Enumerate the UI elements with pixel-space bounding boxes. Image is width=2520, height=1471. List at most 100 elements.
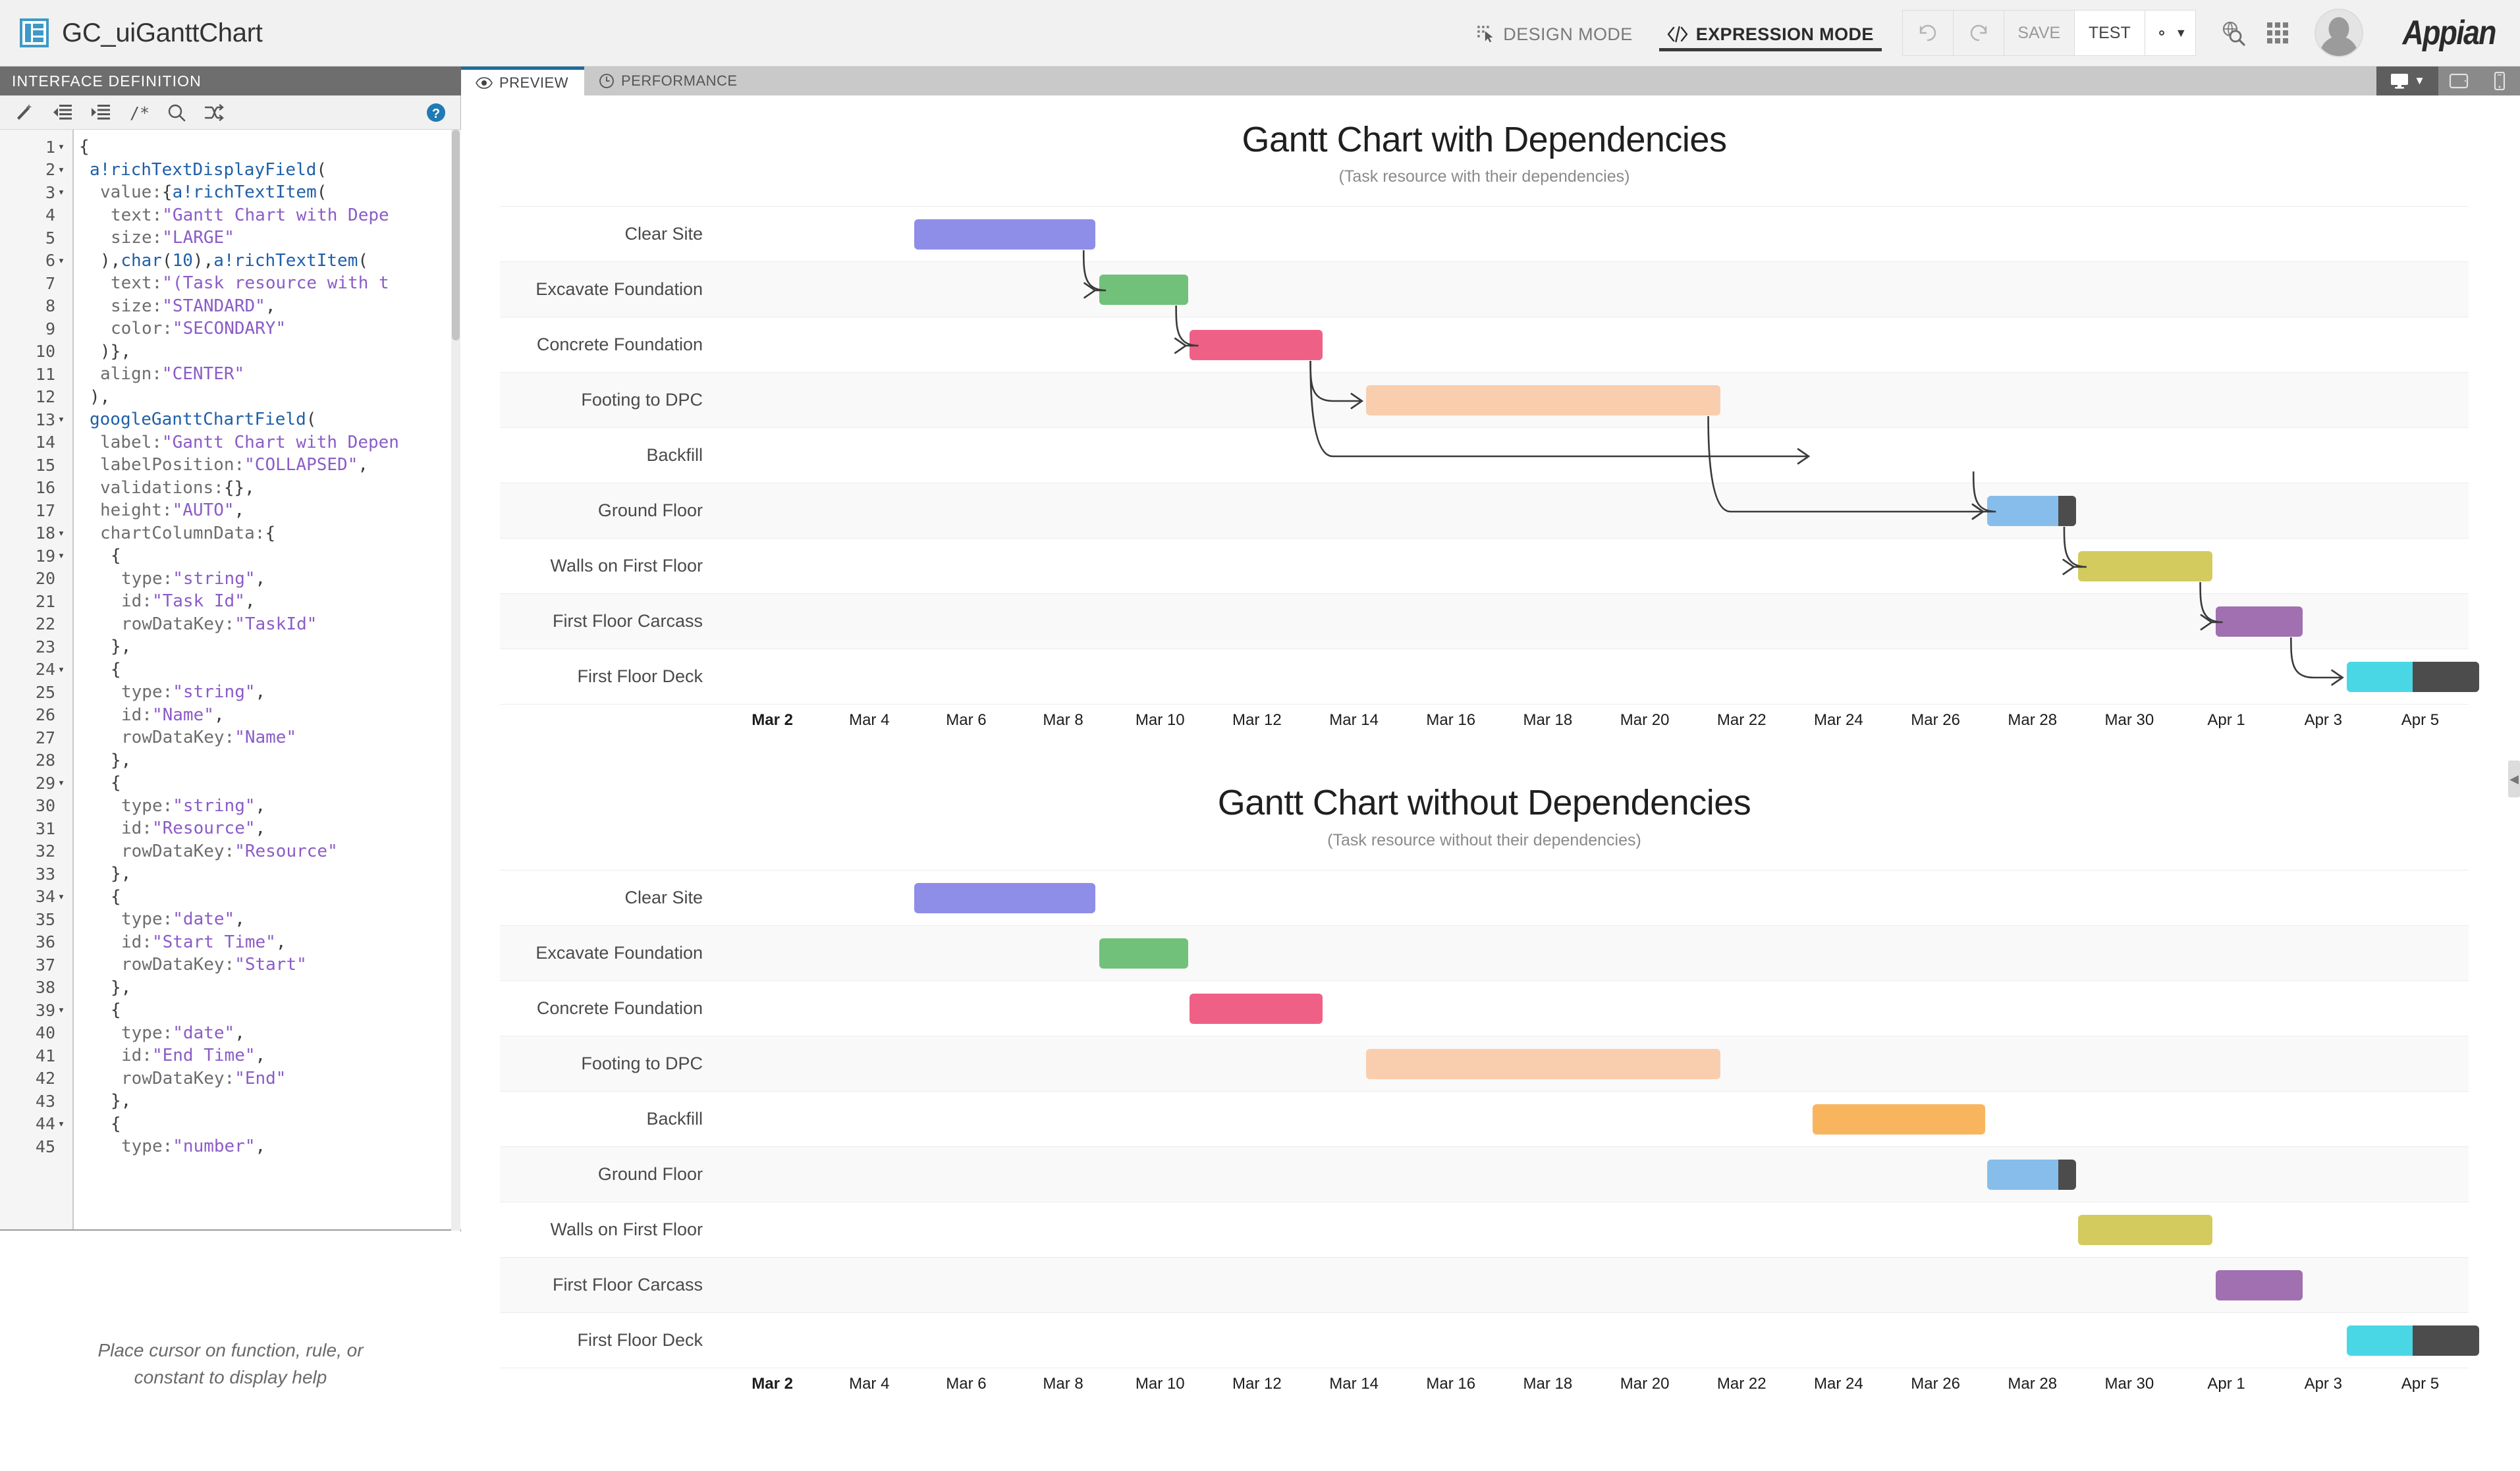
fold-toggle-icon[interactable]: ▾ [57,776,65,790]
code-line[interactable]: }, [74,635,461,658]
gantt-row[interactable]: Walls on First Floor [500,539,2469,595]
code-line[interactable]: type: "string", [74,795,461,818]
code-line[interactable]: size: "LARGE" [74,227,461,250]
fold-toggle-icon[interactable]: ▾ [57,1117,65,1131]
code-line[interactable]: id: "End Time", [74,1044,461,1067]
gantt-row[interactable]: First Floor Carcass [500,1257,2469,1313]
save-button[interactable]: SAVE [2003,10,2075,56]
avatar[interactable] [2314,9,2363,57]
code-line[interactable]: label: "Gantt Chart with Depen [74,431,461,454]
gantt-bar[interactable] [1190,330,1323,361]
gantt-row[interactable]: Footing to DPC [500,1036,2469,1092]
indent-icon[interactable] [91,104,111,121]
gantt-row[interactable]: Footing to DPC [500,373,2469,429]
gantt-bar[interactable] [1813,441,1985,471]
fold-toggle-icon[interactable]: ▾ [57,163,65,176]
code-line[interactable]: { [74,545,461,568]
gantt-row[interactable]: Backfill [500,1092,2469,1147]
fold-toggle-icon[interactable]: ▾ [57,413,65,427]
tab-preview[interactable]: PREVIEW [461,67,584,95]
code-line[interactable]: chartColumnData: { [74,522,461,545]
gantt-bar[interactable] [2215,606,2303,637]
gantt-bar[interactable] [1190,993,1323,1024]
code-line[interactable]: rowDataKey: "Name" [74,726,461,749]
code-line[interactable]: a!richTextDisplayField( [74,159,461,182]
code-line[interactable]: { [74,136,461,159]
phone-preview-button[interactable] [2479,67,2520,95]
code-line[interactable]: }, [74,749,461,772]
test-button[interactable]: TEST [2073,10,2145,56]
gantt-row[interactable]: Clear Site [500,870,2469,926]
code-line[interactable]: id: "Resource", [74,817,461,840]
gantt-row[interactable]: Walls on First Floor [500,1202,2469,1258]
code-line[interactable]: validations: {}, [74,477,461,500]
code-line[interactable]: { [74,999,461,1022]
code-line[interactable]: { [74,1113,461,1136]
gantt-row[interactable]: Backfill [500,428,2469,484]
redo-button[interactable] [1952,10,2004,56]
gantt-bar[interactable] [1365,385,1720,416]
gantt-bar[interactable] [914,219,1096,250]
code-line[interactable]: rowDataKey: "TaskId" [74,613,461,636]
gantt-bar[interactable] [2077,1214,2212,1245]
fold-toggle-icon[interactable]: ▾ [57,186,65,200]
fold-toggle-icon[interactable]: ▾ [57,1003,65,1017]
gantt-row[interactable]: Clear Site [500,207,2469,263]
code-line[interactable]: color: "SECONDARY" [74,317,461,340]
gantt-row[interactable]: Ground Floor [500,1146,2469,1202]
tab-design-mode[interactable]: DESIGN MODE [1460,0,1649,66]
code-line[interactable]: googleGanttChartField( [74,408,461,431]
code-line[interactable]: height: "AUTO", [74,499,461,522]
help-icon[interactable]: ? [426,103,446,122]
code-content[interactable]: {a!richTextDisplayField(value: {a!richTe… [74,130,461,1229]
fold-toggle-icon[interactable]: ▾ [57,140,65,154]
code-line[interactable]: { [74,772,461,795]
gantt-bar[interactable] [2215,1270,2303,1300]
code-line[interactable]: rowDataKey: "Start" [74,953,461,976]
code-line[interactable]: text: "(Task resource with t [74,272,461,295]
globe-search-icon[interactable] [2218,18,2247,47]
gantt-row[interactable]: First Floor Carcass [500,594,2469,650]
gantt-row[interactable]: First Floor Deck [500,1313,2479,1368]
code-line[interactable]: size: "STANDARD", [74,295,461,318]
code-line[interactable]: id: "Task Id", [74,590,461,613]
code-line[interactable]: type: "date", [74,1022,461,1045]
gantt-bar[interactable] [1099,938,1188,969]
code-vertical-scrollbar[interactable] [451,130,460,1231]
code-line[interactable]: type: "string", [74,681,461,704]
code-line[interactable]: type: "date", [74,908,461,931]
fold-toggle-icon[interactable]: ▾ [57,254,65,267]
fold-toggle-icon[interactable]: ▾ [57,890,65,903]
code-line[interactable]: labelPosition: "COLLAPSED", [74,454,461,477]
fold-toggle-icon[interactable]: ▾ [57,662,65,676]
collapse-right-panel-handle[interactable]: ◀ [2508,761,2520,797]
code-line[interactable]: text: "Gantt Chart with Depe [74,204,461,227]
settings-button[interactable]: ▼ [2144,10,2196,56]
code-line[interactable]: { [74,886,461,909]
magic-wand-icon[interactable] [14,103,34,122]
fold-toggle-icon[interactable]: ▾ [57,526,65,540]
gantt-row[interactable]: Concrete Foundation [500,981,2469,1036]
gantt-bar[interactable] [2346,1325,2479,1356]
code-line[interactable]: }, [74,976,461,1000]
code-line[interactable]: type: "number", [74,1135,461,1158]
gantt-row[interactable]: Excavate Foundation [500,262,2469,318]
code-line[interactable]: ), [74,386,461,409]
tab-expression-mode[interactable]: EXPRESSION MODE [1650,0,1891,66]
app-grid-icon[interactable] [2264,20,2291,46]
fold-toggle-icon[interactable]: ▾ [57,549,65,563]
gantt-bar[interactable] [1099,275,1188,306]
search-icon[interactable] [167,103,186,122]
outdent-icon[interactable] [53,104,72,121]
code-line[interactable]: }, [74,1090,461,1113]
code-line[interactable]: rowDataKey: "Resource" [74,840,461,863]
shuffle-icon[interactable] [204,103,224,121]
code-line[interactable]: id: "Name", [74,704,461,727]
code-line[interactable]: type: "string", [74,568,461,591]
undo-button[interactable] [1902,10,1954,56]
code-line[interactable]: id: "Start Time", [74,931,461,954]
code-line[interactable]: }, [74,863,461,886]
gantt-bar[interactable] [2346,662,2479,693]
code-line[interactable]: align: "CENTER" [74,363,461,386]
